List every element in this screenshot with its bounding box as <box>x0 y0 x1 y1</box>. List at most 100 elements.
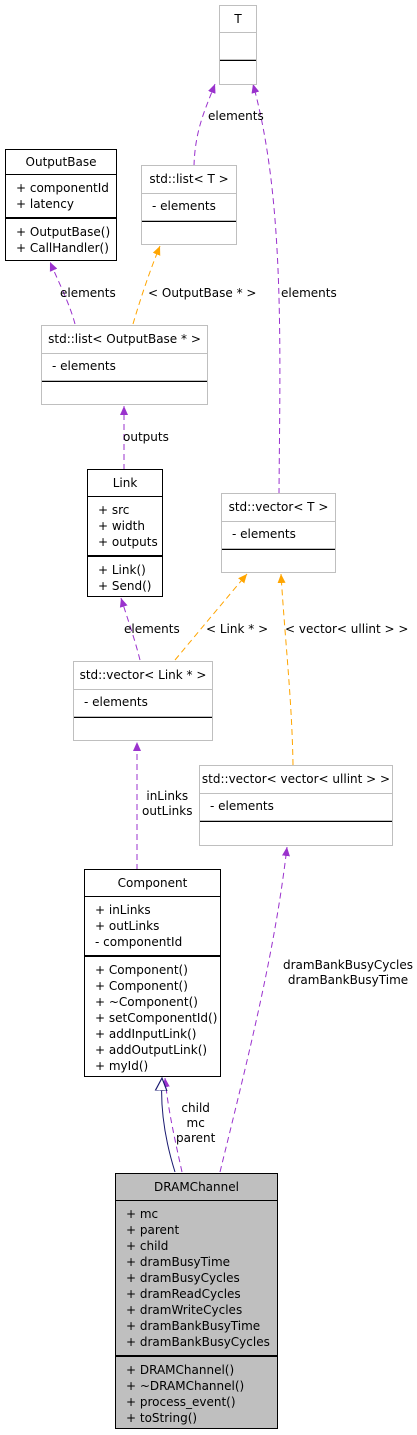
class-component-title: Component <box>85 870 220 897</box>
method-row: + DRAMChannel() <box>126 1363 235 1377</box>
attribute-row: - elements <box>152 199 216 213</box>
edge-label-vector-t-elements: elements <box>281 286 337 300</box>
class-vector-vector-ullint-methods <box>200 821 392 846</box>
edge-label-dram-bank-busy-cycles: dramBankBusyCycles <box>283 958 413 972</box>
attribute-row: + latency <box>16 197 74 211</box>
class-vector-vector-ullint-title: std::vector< vector< ullint > > <box>200 766 392 794</box>
class-component-methods: + Component() + Component() + ~Component… <box>85 956 220 1074</box>
class-link-attributes: + src + width + outputs <box>88 497 162 556</box>
edge-dram-to-component-inherit <box>162 1078 176 1173</box>
class-list-t[interactable]: std::list< T > - elements <box>141 165 237 245</box>
method-row: + Component() <box>95 979 188 993</box>
class-link[interactable]: Link + src + width + outputs + Link() + … <box>87 469 163 597</box>
class-dramchannel[interactable]: DRAMChannel + mc + parent + child + dram… <box>115 1173 278 1429</box>
attribute-row: + src <box>98 503 130 517</box>
class-vector-t[interactable]: std::vector< T > - elements <box>221 493 336 573</box>
method-row: + process_event() <box>126 1395 236 1409</box>
class-component-attributes: + inLinks + outLinks - componentId <box>85 897 220 956</box>
class-vector-link[interactable]: std::vector< Link * > - elements <box>73 661 213 741</box>
edge-dram-to-vector-vector <box>219 846 290 1173</box>
method-row: + ~DRAMChannel() <box>126 1379 245 1393</box>
edge-label-vector-link-template: < Link * > <box>206 622 269 636</box>
attribute-row: - componentId <box>95 935 183 949</box>
class-list-outputbase-attributes: - elements <box>42 354 207 381</box>
attribute-row: + width <box>98 519 145 533</box>
edge-label-outputbase-elements: elements <box>60 286 116 300</box>
edge-label-link-outputs: outputs <box>123 430 169 444</box>
method-row: + Component() <box>95 963 188 977</box>
class-dramchannel-attributes: + mc + parent + child + dramBusyTime + d… <box>116 1201 277 1356</box>
class-link-methods: + Link() + Send() <box>88 556 162 594</box>
method-row: + addInputLink() <box>95 1027 197 1041</box>
attribute-row: + parent <box>126 1223 180 1237</box>
class-list-t-title: std::list< T > <box>142 166 236 194</box>
edge-label-vector-vector-template: < vector< ullint > > <box>285 622 409 636</box>
attribute-row: + dramBankBusyCycles <box>126 1335 270 1349</box>
method-row: + CallHandler() <box>16 241 109 255</box>
attribute-row: + child <box>126 1239 169 1253</box>
edge-label-dram-bank-busy-time: dramBankBusyTime <box>287 973 409 987</box>
class-link-title: Link <box>88 470 162 497</box>
method-row: + Send() <box>98 579 152 593</box>
class-list-t-methods <box>142 221 236 245</box>
class-vector-vector-ullint-attributes: - elements <box>200 794 392 821</box>
class-outputbase-title: OutputBase <box>6 150 116 175</box>
class-vector-t-title: std::vector< T > <box>222 494 335 522</box>
edge-label-outlinks: outLinks <box>142 804 193 818</box>
class-vector-t-attributes: - elements <box>222 522 335 549</box>
class-t-attributes <box>220 33 256 60</box>
edge-label-list-t-elements: elements <box>208 109 264 123</box>
attribute-row: - elements <box>210 799 274 813</box>
class-dramchannel-methods: + DRAMChannel() + ~DRAMChannel() + proce… <box>116 1356 277 1426</box>
class-t-title: T <box>220 6 256 33</box>
class-outputbase-attributes: + componentId + latency <box>6 175 116 218</box>
edge-label-list-outputbase-template: < OutputBase * > <box>148 286 257 300</box>
class-vector-link-attributes: - elements <box>74 690 212 717</box>
attribute-row: + dramReadCycles <box>126 1287 241 1301</box>
edge-label-mc: mc <box>186 1116 205 1130</box>
edge-label-dram-bank: dramBankBusyCycles dramBankBusyTime <box>283 958 413 988</box>
attribute-row: + mc <box>126 1207 159 1221</box>
edge-label-link-elements: elements <box>124 622 180 636</box>
edge-label-component-assoc: child mc parent <box>176 1101 215 1146</box>
class-vector-link-methods <box>74 717 212 741</box>
attribute-row: + outputs <box>98 535 158 549</box>
edge-vector-link-to-link <box>119 597 141 661</box>
edge-vector-link-to-vector-t <box>174 573 248 661</box>
method-row: + toString() <box>126 1411 198 1425</box>
method-row: + Link() <box>98 563 146 577</box>
attribute-row: - elements <box>84 695 148 709</box>
class-outputbase-methods: + OutputBase() + CallHandler() <box>6 218 116 256</box>
attribute-row: - elements <box>232 527 296 541</box>
class-list-outputbase-title: std::list< OutputBase * > <box>42 326 207 354</box>
edge-vector-t-to-t <box>251 83 281 495</box>
attribute-row: + componentId <box>16 181 109 195</box>
edge-list-t-to-t <box>193 83 216 167</box>
class-t-methods <box>220 60 256 85</box>
attribute-row: + dramBusyTime <box>126 1255 231 1269</box>
class-vector-t-methods <box>222 549 335 573</box>
class-component[interactable]: Component + inLinks + outLinks - compone… <box>84 869 221 1077</box>
attribute-row: + outLinks <box>95 919 160 933</box>
method-row: + setComponentId() <box>95 1011 218 1025</box>
attribute-row: - elements <box>52 359 116 373</box>
attribute-row: + dramWriteCycles <box>126 1303 243 1317</box>
edge-vector-vector-to-vector-t <box>277 573 294 766</box>
attribute-row: + dramBankBusyTime <box>126 1319 261 1333</box>
class-outputbase[interactable]: OutputBase + componentId + latency + Out… <box>5 149 117 261</box>
class-t[interactable]: T <box>219 5 257 85</box>
edge-list-outputbase-to-list-t <box>132 245 161 325</box>
edge-label-inlinks: inLinks <box>146 789 189 803</box>
class-list-outputbase-methods <box>42 381 207 405</box>
attribute-row: + dramBusyCycles <box>126 1271 240 1285</box>
class-vector-link-title: std::vector< Link * > <box>74 662 212 690</box>
class-dramchannel-title: DRAMChannel <box>116 1174 277 1201</box>
edge-label-component-links: inLinks outLinks <box>142 789 192 819</box>
method-row: + OutputBase() <box>16 225 111 239</box>
method-row: + addOutputLink() <box>95 1043 208 1057</box>
class-list-outputbase[interactable]: std::list< OutputBase * > - elements <box>41 325 208 405</box>
edge-list-outputbase-to-outputbase <box>49 261 76 325</box>
edge-label-parent: parent <box>176 1131 216 1145</box>
class-vector-vector-ullint[interactable]: std::vector< vector< ullint > > - elemen… <box>199 765 393 846</box>
